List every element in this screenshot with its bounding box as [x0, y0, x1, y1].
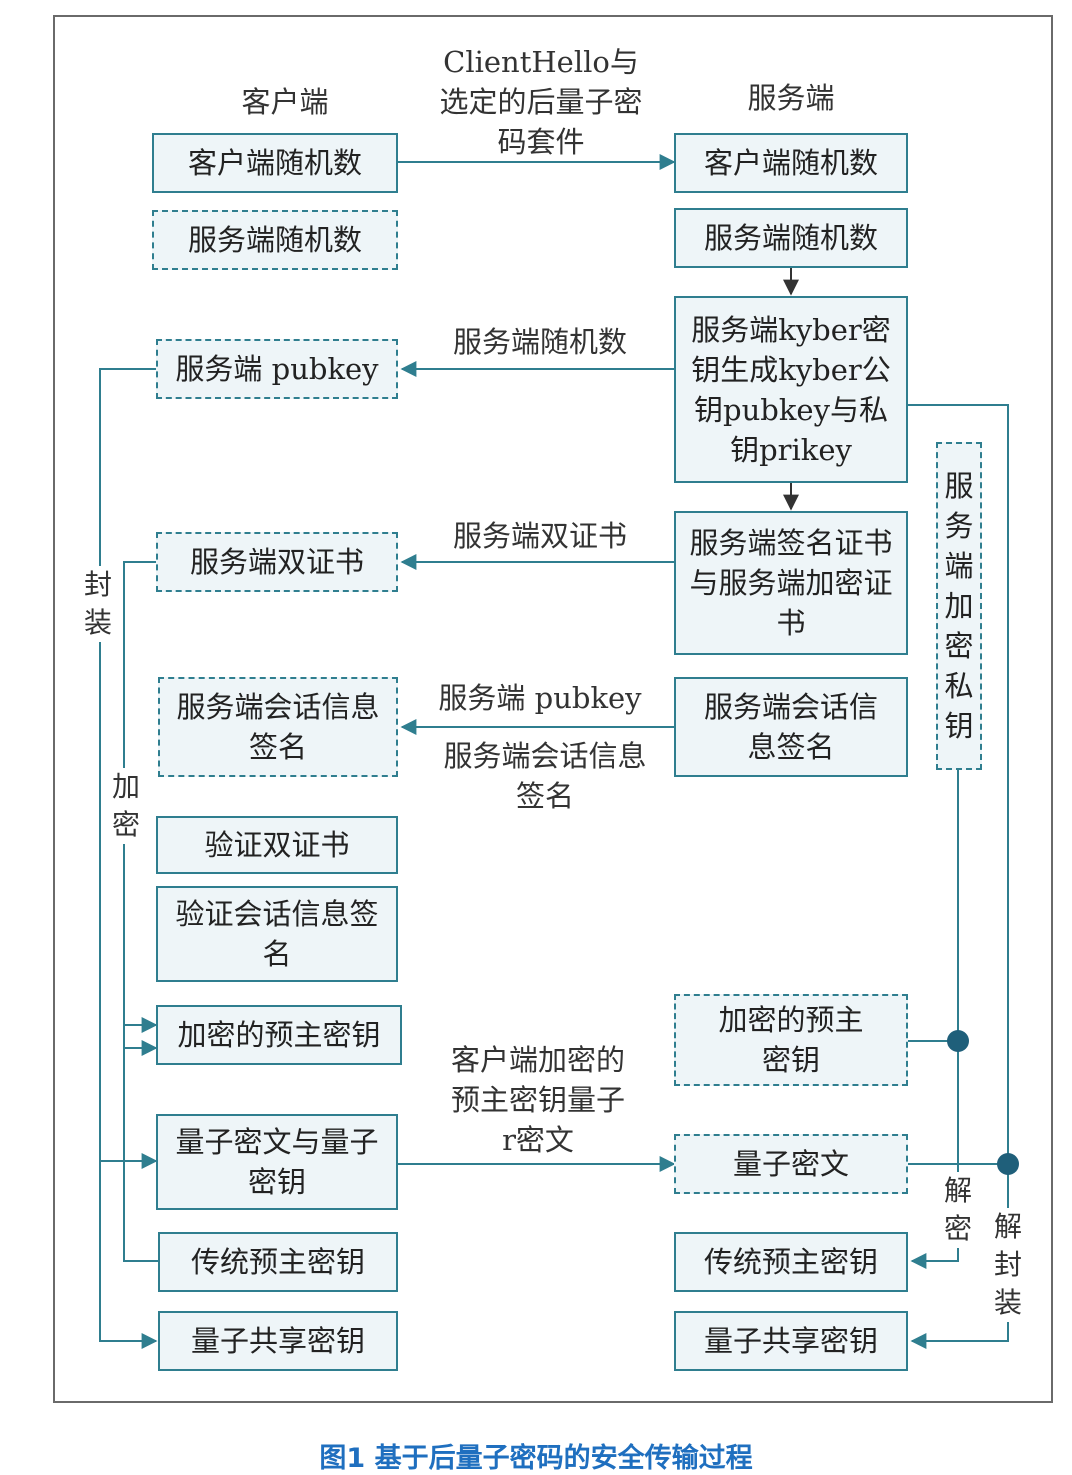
- pubkey-label: 服务端 pubkey: [438, 681, 642, 715]
- server-enc-premaster-box: 加密的预主密钥: [674, 994, 908, 1086]
- server-session-sig-box: 服务端会话信息签名: [674, 677, 908, 777]
- server-certs-box: 服务端签名证书与服务端加密证书: [674, 511, 908, 655]
- junction-dot: [997, 1153, 1019, 1175]
- server-quantum-shared-box: 量子共享密钥: [674, 1311, 908, 1371]
- client-session-sig-box: 服务端会话信息签名: [158, 677, 398, 777]
- junction-dot: [947, 1030, 969, 1052]
- verify-dual-cert-box: 验证双证书: [156, 816, 398, 874]
- server-random-box: 服务端随机数: [674, 208, 908, 268]
- quantum-ct-key-box: 量子密文与量子密钥: [156, 1114, 398, 1210]
- decrypt-label: 解密: [938, 1172, 978, 1248]
- verify-session-sig-box: 验证会话信息签名: [156, 886, 398, 982]
- encapsulate-label: 封装: [78, 566, 118, 642]
- client-random-box: 客户端随机数: [152, 133, 398, 193]
- dual-cert-label: 服务端双证书: [452, 519, 627, 553]
- session-sig-label: 服务端会话信息签名: [443, 739, 647, 813]
- server-private-key-box: 服务端加密私钥: [936, 442, 982, 770]
- client-enc-premaster-box: 加密的预主密钥: [156, 1005, 402, 1065]
- figure-caption: 图1 基于后量子密码的安全传输过程: [319, 1443, 753, 1474]
- client-trad-premaster-box: 传统预主密钥: [158, 1232, 398, 1292]
- client-pubkey-box: 服务端 pubkey: [156, 339, 398, 399]
- encrypt-label: 加密: [106, 768, 146, 844]
- client-quantum-shared-box: 量子共享密钥: [158, 1311, 398, 1371]
- server-quantum-ct-box: 量子密文: [674, 1134, 908, 1194]
- client-dual-cert-box: 服务端双证书: [156, 532, 398, 592]
- server-private-key-label: 服务端加密私钥: [944, 469, 974, 743]
- client-enc-label: 客户端加密的预主密钥量子r密文: [450, 1043, 625, 1157]
- server-random-label: 服务端随机数: [452, 325, 627, 359]
- encapsulate-line: [99, 368, 158, 1349]
- decapsulate-label: 解封装: [988, 1208, 1028, 1322]
- client-header: 客户端: [241, 85, 329, 119]
- client-hello-label: ClientHello与选定的后量子密码套件: [439, 45, 643, 159]
- server-header: 服务端: [747, 81, 835, 115]
- server-trad-premaster-box: 传统预主密钥: [674, 1232, 908, 1292]
- decrypt-line: [910, 770, 959, 1269]
- server-client-random-box: 客户端随机数: [674, 133, 908, 193]
- kyber-keygen-box: 服务端kyber密钥生成kyber公钥pubkey与私钥prikey: [674, 296, 908, 483]
- decapsulate-line: [908, 404, 1009, 1349]
- client-server-random-box: 服务端随机数: [152, 210, 398, 270]
